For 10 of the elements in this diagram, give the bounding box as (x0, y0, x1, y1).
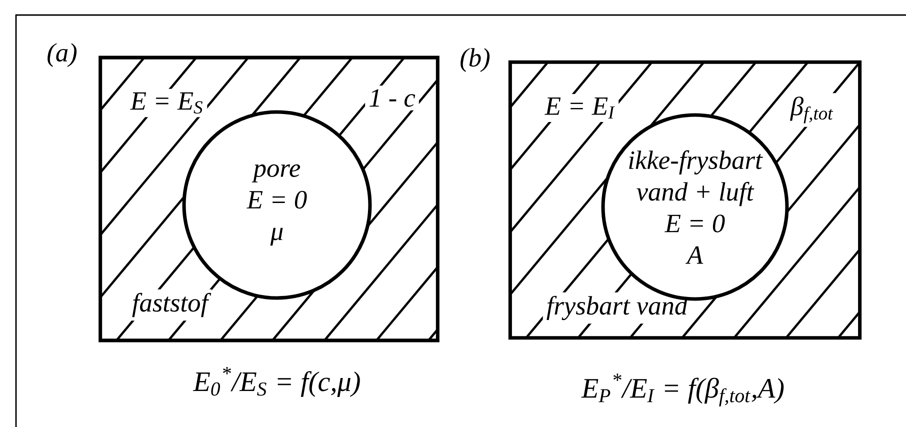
region-label: faststof (128, 289, 212, 321)
region-label: (a) (48, 43, 77, 67)
region-label: E = E$_{S}$ (126, 88, 208, 118)
region-label: (b) (460, 48, 490, 72)
region-label: β$_{f,tot}$ (786, 93, 838, 127)
region-label: E = E$_{I}$ (541, 94, 619, 122)
region-label: frysbart vand (542, 292, 692, 324)
region-label: 1 - c (365, 86, 419, 110)
formula: E$_{P}$$^{*}$/E$_{I}$ = f(β$_{f,tot}$,A) (581, 374, 784, 406)
formula: E$_{0}$$^{*}$/E$_{S}$ = f(c,μ) (192, 367, 360, 397)
